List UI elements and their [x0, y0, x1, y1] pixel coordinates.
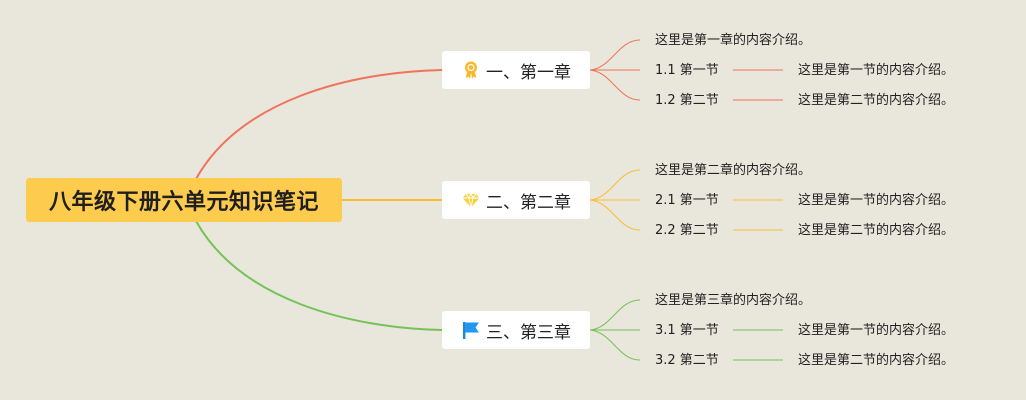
section-1-2-label[interactable]: 1.2 第二节 — [655, 93, 719, 108]
connector-chapter-2-intro — [589, 169, 641, 201]
section-1-2-desc[interactable]: 这里是第二节的内容介绍。 — [798, 93, 955, 108]
chapter-1-intro[interactable]: 这里是第一章的内容介绍。 — [655, 33, 812, 48]
award-ribbon-icon — [460, 59, 482, 81]
section-3-2-desc[interactable]: 这里是第二节的内容介绍。 — [798, 353, 955, 368]
section-3-1-desc[interactable]: 这里是第一节的内容介绍。 — [798, 323, 955, 338]
section-1-1-desc[interactable]: 这里是第一节的内容介绍。 — [798, 63, 955, 78]
chapter-2-intro[interactable]: 这里是第二章的内容介绍。 — [655, 163, 812, 178]
flag-icon — [460, 319, 482, 341]
section-2-1-label[interactable]: 2.1 第一节 — [655, 193, 719, 208]
connector-chapter-1-intro — [589, 39, 641, 71]
section-2-2-label[interactable]: 2.2 第二节 — [655, 223, 719, 238]
root-node-label: 八年级下册六单元知识笔记 — [48, 190, 319, 215]
chapter-node-2[interactable]: 二、第二章 — [442, 181, 590, 219]
chapter-node-3[interactable]: 三、第三章 — [442, 311, 590, 349]
section-3-1-label[interactable]: 3.1 第一节 — [655, 323, 719, 338]
section-3-2-label[interactable]: 3.2 第二节 — [655, 353, 719, 368]
connector-chapter-1-section-2 — [589, 69, 641, 101]
section-1-1-label[interactable]: 1.1 第一节 — [655, 63, 719, 78]
connector-chapter-2-section-2 — [589, 199, 641, 231]
chapter-3-intro[interactable]: 这里是第三章的内容介绍。 — [655, 293, 812, 308]
diamond-icon — [460, 189, 482, 211]
section-2-1-desc[interactable]: 这里是第一节的内容介绍。 — [798, 193, 955, 208]
chapter-1-label: 一、第一章 — [486, 62, 571, 83]
connector-chapter-3-section-2 — [589, 329, 641, 361]
section-2-2-desc[interactable]: 这里是第二节的内容介绍。 — [798, 223, 955, 238]
chapter-node-1[interactable]: 一、第一章 — [442, 51, 590, 89]
root-node[interactable]: 八年级下册六单元知识笔记 — [26, 178, 342, 222]
connector-root-chapter-3 — [195, 220, 443, 331]
chapter-2-label: 二、第二章 — [486, 192, 571, 213]
connector-root-chapter-1 — [195, 69, 443, 180]
chapter-3-label: 三、第三章 — [486, 322, 571, 343]
connector-chapter-3-intro — [589, 299, 641, 331]
